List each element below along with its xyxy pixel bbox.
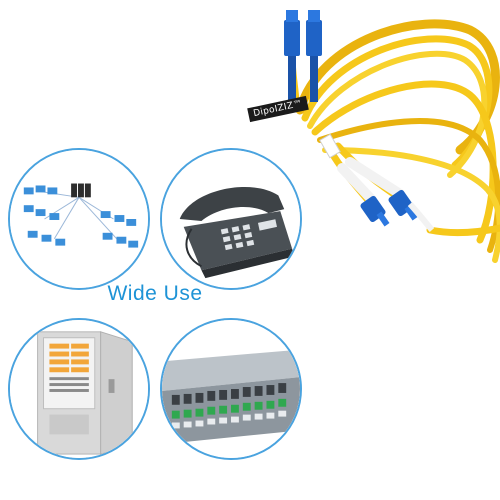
desk-telephone-circle [160,148,302,290]
distribution-cabinet-circle [8,318,150,460]
network-computers-icon [10,150,148,288]
sc-connector-right [306,10,322,102]
sc-connector-left [284,10,300,102]
network-topology-circle [8,148,150,290]
wide-use-caption: Wide Use [107,282,203,305]
lc-connector-pair [337,157,435,232]
patch-panel-icon [162,320,300,458]
telephone-icon [162,150,300,288]
patch-panel-circle [160,318,302,460]
fiber-cabinet-icon [10,320,148,458]
